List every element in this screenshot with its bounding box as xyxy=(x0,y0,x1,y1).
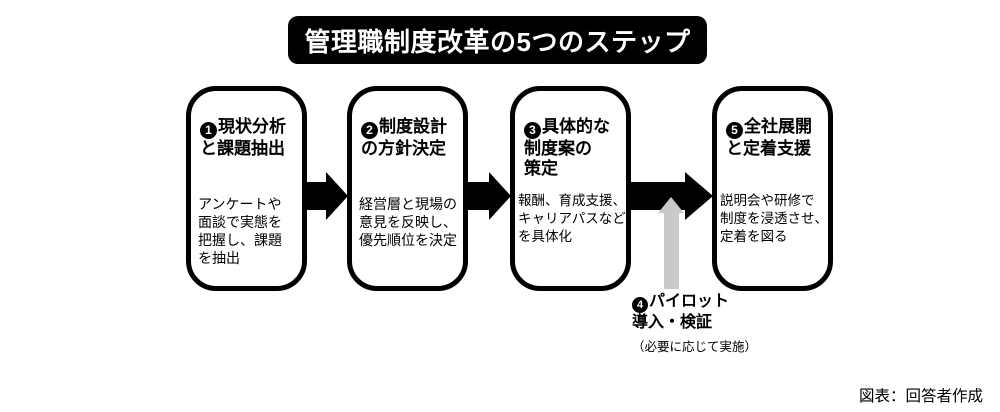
step-2-title-text: 制度設計 の方針決定 xyxy=(361,117,447,158)
step-5-title-text: 全社展開 と定着支援 xyxy=(726,117,812,158)
arrow-right-head-icon xyxy=(326,172,348,220)
step-3-number-badge: 3 xyxy=(524,122,541,139)
step-4-note: （必要に応じて実施） xyxy=(632,340,758,354)
step-4-number-badge: 4 xyxy=(632,297,648,313)
step-3-description: 報酬、育成支援、 キャリアパスなど を具体化 xyxy=(518,193,626,244)
step-2-description: 経営層と現場の 意見を反映し、 優先順位を決定 xyxy=(359,196,457,248)
step-1-description: アンケートや 面談で実態を 把握し、課題 を抽出 xyxy=(198,196,282,266)
arrow-shaft xyxy=(466,182,489,210)
arrow-step3-to-step5 xyxy=(630,172,713,220)
diagram-title: 管理職制度改革の5つのステップ xyxy=(304,26,691,57)
pilot-upward-arrow-icon xyxy=(658,197,684,289)
step-5-description: 説明会や研修で 制度を浸透させ、 定着を図る xyxy=(720,193,828,244)
step-3-title-text: 具体的な 制度案の 策定 xyxy=(524,117,610,178)
arrow-right-head-icon xyxy=(489,172,511,220)
arrow-step2-to-step3 xyxy=(466,172,511,220)
arrow-shaft xyxy=(306,182,326,210)
attribution-text: 図表：回答者作成 xyxy=(858,388,983,405)
step-5-number-badge: 5 xyxy=(726,122,743,139)
arrow-right-head-icon xyxy=(685,172,713,220)
step-2-number-badge: 2 xyxy=(361,122,378,139)
pilot-arrow-shaft xyxy=(663,213,679,289)
arrow-step1-to-step2 xyxy=(306,172,348,220)
step-4-title-text: パイロット 導入・検証 xyxy=(632,293,730,331)
diagram-title-banner: 管理職制度改革の5つのステップ xyxy=(288,16,707,64)
step-1-number-badge: 1 xyxy=(200,122,217,139)
step-1-title-text: 現状分析 と課題抽出 xyxy=(200,117,286,158)
pilot-arrow-head xyxy=(658,197,684,213)
